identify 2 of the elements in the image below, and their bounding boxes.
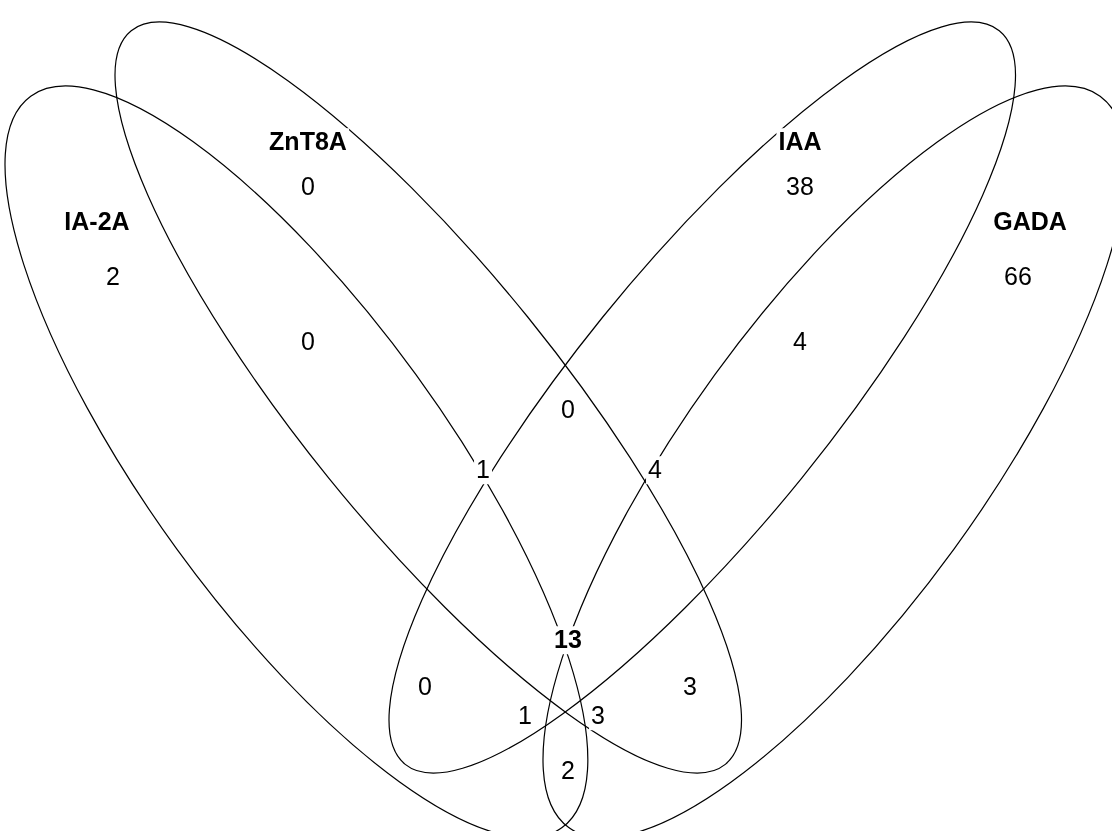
region-count: 4: [646, 456, 664, 484]
region-count: 13: [552, 626, 584, 654]
